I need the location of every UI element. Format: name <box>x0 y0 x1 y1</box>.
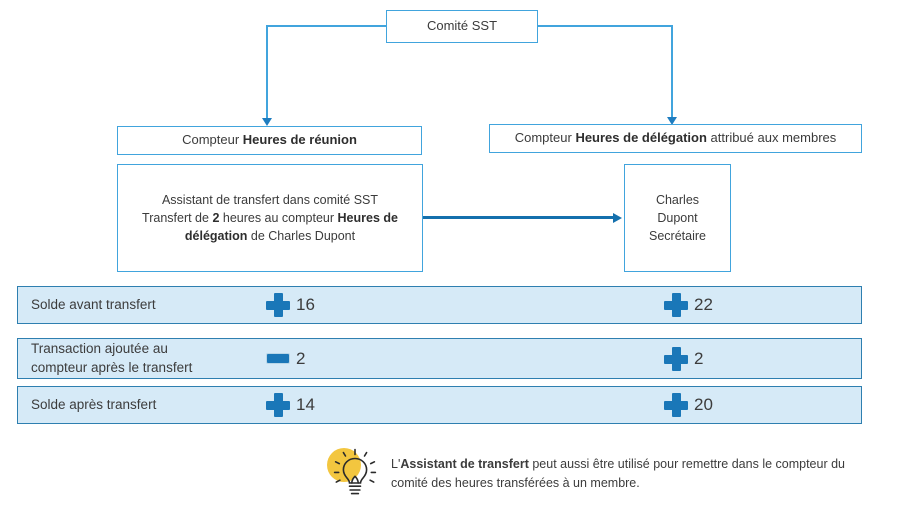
summary-row-transaction-ajoutee: Transaction ajoutée au compteur après le… <box>17 338 862 379</box>
lightbulb-icon <box>325 445 381 501</box>
summary-row-label: Transaction ajoutée au compteur après le… <box>31 340 192 376</box>
member-name: Charles Dupont <box>655 192 700 225</box>
summary-value-reunion: 14 <box>296 395 315 414</box>
assistant-line-3b: de Charles Dupont <box>247 229 356 244</box>
summary-row-label: Solde avant transfert <box>31 296 156 314</box>
summary-row-solde-apres: Solde après transfert 14 20 <box>17 386 862 424</box>
connector-left-vertical <box>266 25 268 121</box>
node-comite-sst: Comité SST <box>386 10 538 43</box>
node-compteur-heures-delegation-label: Compteur Heures de délégation attribué a… <box>505 129 847 148</box>
summary-cell-reunion: 2 <box>266 349 305 369</box>
tip-text-a: L' <box>391 457 401 471</box>
text-strong: Heures de réunion <box>242 132 357 148</box>
plus-sign-icon <box>266 293 290 317</box>
connector-root-to-left <box>266 25 388 27</box>
assistant-counter-name-part2: délégation <box>184 229 248 244</box>
assistant-line-1: Assistant de transfert dans comité SST <box>161 192 379 207</box>
text-suffix: attribué aux membres <box>706 130 837 146</box>
arrow-right-transfer-icon <box>613 213 622 223</box>
member-role: Secrétaire <box>649 229 706 244</box>
connector-right-vertical <box>671 25 673 121</box>
minus-sign-icon <box>266 353 290 364</box>
plus-sign-icon <box>664 393 688 417</box>
summary-cell-reunion: 14 <box>266 393 315 417</box>
tip-text-strong: Assistant de transfert <box>400 457 529 471</box>
node-compteur-heures-delegation: Compteur Heures de délégation attribué a… <box>489 124 862 153</box>
tip-text-b: peut aussi être utilisé pour remettre da… <box>391 457 845 490</box>
summary-row-label-line2: compteur après le transfert <box>31 359 193 375</box>
summary-cell-reunion: 16 <box>266 293 315 317</box>
node-assistant-de-transfert-label: Assistant de transfert dans comité SST Tr… <box>132 191 408 245</box>
arrow-down-right-icon <box>667 117 677 125</box>
summary-row-solde-avant: Solde avant transfert 16 22 <box>17 286 862 324</box>
summary-cell-delegation: 2 <box>664 346 704 371</box>
summary-row-label: Solde après transfert <box>31 396 156 414</box>
plus-sign-icon <box>664 346 688 371</box>
summary-value-delegation: 2 <box>694 348 704 368</box>
arrow-down-left-icon <box>262 118 272 126</box>
assistant-counter-name-part1: Heures de <box>337 210 398 225</box>
summary-cell-delegation: 20 <box>664 393 713 417</box>
node-compteur-heures-reunion-label: Compteur Heures de réunion <box>172 131 367 150</box>
tip-note: L'Assistant de transfert peut aussi être… <box>325 445 885 503</box>
summary-value-reunion: 2 <box>296 348 306 368</box>
summary-row-label-line1: Solde après transfert <box>31 396 157 412</box>
summary-cell-delegation: 22 <box>664 293 713 317</box>
summary-row-label-line1: Solde avant transfert <box>31 296 156 312</box>
plus-sign-icon <box>664 293 688 317</box>
node-compteur-heures-reunion: Compteur Heures de réunion <box>117 126 422 155</box>
text-prefix: Compteur <box>514 130 576 146</box>
connector-root-to-right <box>536 25 673 27</box>
summary-value-reunion: 16 <box>296 295 315 314</box>
text-prefix: Compteur <box>182 132 243 148</box>
assistant-line-2a: Transfert de <box>142 210 213 225</box>
assistant-hours-value: 2 <box>212 210 220 225</box>
summary-row-label-line1: Transaction ajoutée au <box>31 341 168 357</box>
connector-assistant-to-member <box>423 216 616 219</box>
plus-sign-icon <box>266 393 290 417</box>
text-strong: Heures de délégation <box>575 130 707 146</box>
summary-value-delegation: 22 <box>694 295 713 314</box>
node-comite-sst-label: Comité SST <box>426 18 498 34</box>
summary-value-delegation: 20 <box>694 395 713 414</box>
tip-note-text: L'Assistant de transfert peut aussi être… <box>391 445 885 493</box>
assistant-line-2b: heures au compteur <box>219 210 338 225</box>
node-assistant-de-transfert: Assistant de transfert dans comité SST Tr… <box>117 164 423 272</box>
